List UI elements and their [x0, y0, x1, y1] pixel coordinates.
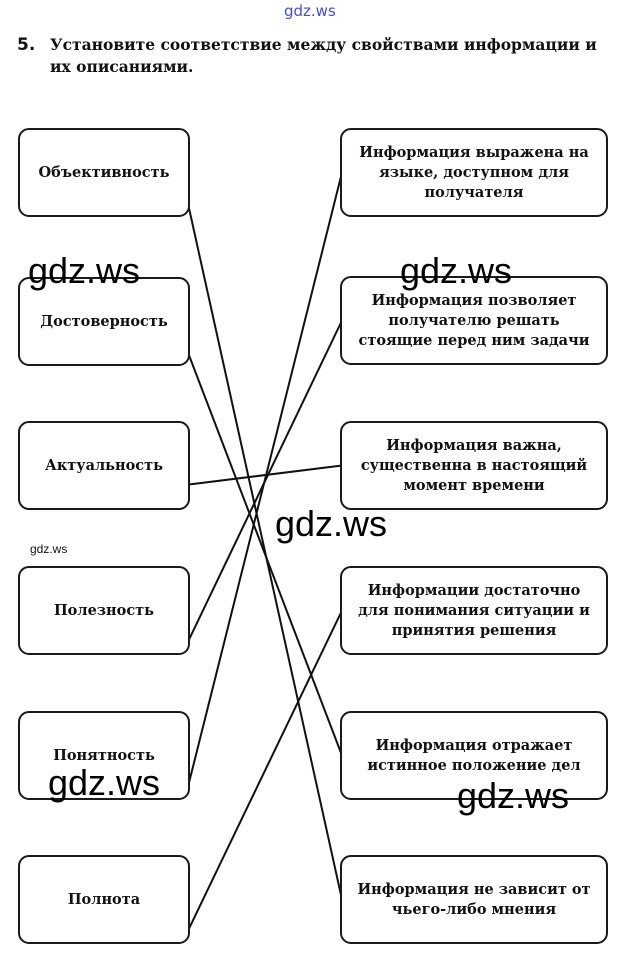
watermark: gdz.ws: [48, 762, 161, 803]
task-text: Установите соответствие между свойствами…: [50, 35, 597, 76]
description-box[interactable]: Информация выражена на языке, доступном …: [340, 128, 608, 217]
task-number: 5.: [17, 35, 36, 55]
description-box[interactable]: Информация важна, существенна в настоящи…: [340, 421, 608, 510]
watermark: gdz.ws: [275, 503, 388, 544]
description-box[interactable]: Информация позволяет получателю решать с…: [340, 276, 608, 365]
watermark-small: gdz.ws: [30, 542, 68, 556]
description-box[interactable]: Информация не зависит от чьего-либо мнен…: [340, 855, 608, 944]
description-box[interactable]: Информации достаточно для понимания ситу…: [340, 566, 608, 655]
connection-line: [187, 352, 343, 756]
property-box[interactable]: Достоверность: [18, 277, 190, 366]
property-box[interactable]: Полезность: [18, 566, 190, 655]
watermark: gdz.ws: [457, 775, 570, 816]
connection-line: [187, 610, 343, 932]
description-box[interactable]: Информация отражает истинное положение д…: [340, 711, 608, 800]
property-box[interactable]: Понятность: [18, 711, 190, 800]
property-box[interactable]: Актуальность: [18, 421, 190, 510]
property-box[interactable]: Полнота: [18, 855, 190, 944]
watermark: gdz.ws: [28, 250, 141, 291]
connection-line: [187, 172, 343, 787]
watermark: gdz.ws: [400, 250, 513, 291]
connection-line: [187, 464, 343, 486]
property-box[interactable]: Объективность: [18, 128, 190, 217]
watermark-top: gdz.ws: [284, 2, 336, 20]
